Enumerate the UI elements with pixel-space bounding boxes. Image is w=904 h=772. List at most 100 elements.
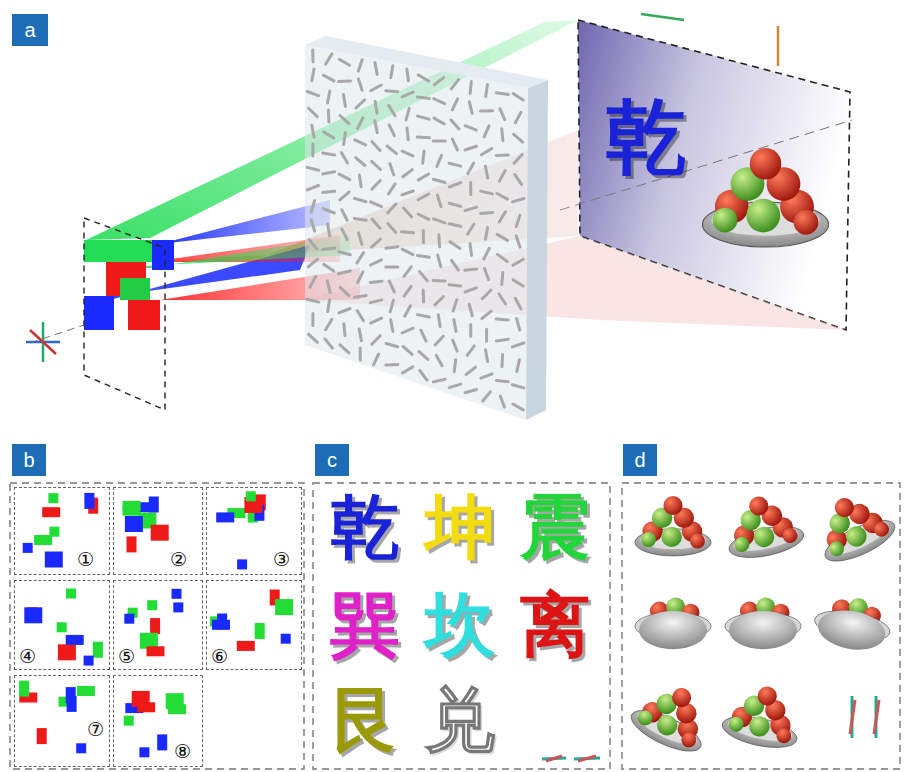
nanopillar <box>390 164 394 175</box>
nanopillar <box>497 234 507 240</box>
nanopillar <box>437 155 442 166</box>
nanopillar <box>418 255 430 257</box>
pixel-square <box>147 600 157 610</box>
nanopillar <box>405 306 411 317</box>
nanopillar <box>341 153 347 163</box>
nanopillar <box>502 129 503 141</box>
nanopillar <box>470 81 471 93</box>
nanopillar <box>496 381 508 382</box>
nanopillar <box>469 324 472 336</box>
panel-letter: c <box>327 449 337 472</box>
nanopillar <box>402 249 413 255</box>
nanopillar <box>481 191 493 194</box>
nanopillar <box>418 214 429 219</box>
nanopillar <box>402 328 413 333</box>
pattern-box: ④ <box>14 580 110 670</box>
nanopillar <box>390 300 393 312</box>
nanopillar <box>449 203 461 206</box>
nanopillar <box>343 95 345 107</box>
nanopillar <box>438 315 440 327</box>
nanopillar <box>469 304 472 316</box>
nanopillar <box>496 154 508 157</box>
pixel-square <box>42 507 60 517</box>
nanopillar <box>308 259 317 267</box>
nanopillar <box>517 319 520 331</box>
nanopillar <box>436 355 442 365</box>
pixel-square <box>123 501 141 511</box>
trigram-character: 坎 <box>425 590 495 660</box>
nanopillar <box>484 126 489 137</box>
nanopillar <box>481 212 493 213</box>
pixel-square <box>58 644 76 660</box>
nanopillar <box>466 367 476 374</box>
trigram-character: 离 <box>520 590 590 660</box>
nanopillar <box>512 199 524 202</box>
nanopillar <box>513 259 523 265</box>
nanopillar <box>404 286 411 296</box>
nanopillar <box>435 297 444 305</box>
nanopillar <box>481 109 493 112</box>
nanopillar <box>339 80 351 84</box>
nanopillar <box>454 360 456 372</box>
nanopillar <box>418 194 429 200</box>
pixel-square <box>275 599 293 615</box>
nanopillar <box>323 248 335 250</box>
nanopillar <box>485 166 487 178</box>
nanopillar <box>356 158 365 166</box>
nanopillar <box>340 345 349 353</box>
nanopillar <box>312 69 314 81</box>
nanopillar <box>328 224 330 236</box>
nanopillar <box>309 240 317 249</box>
nanopillar <box>402 367 412 373</box>
nanopillar <box>311 313 314 325</box>
nanopillar <box>358 60 362 71</box>
callout-number: ① <box>77 550 94 569</box>
pixel-square <box>217 614 227 630</box>
nanopillar <box>389 106 395 116</box>
nanopillar <box>357 253 364 263</box>
nanopillar <box>326 54 332 64</box>
nanopillar <box>514 134 523 142</box>
nanopillar <box>372 239 381 247</box>
nanopillar <box>311 201 314 213</box>
nanopillar <box>453 300 457 311</box>
nanopillar <box>434 219 445 223</box>
nanopillar <box>469 102 472 114</box>
nanopillar <box>451 80 459 89</box>
nanopillar <box>517 360 520 372</box>
nanopillar <box>358 79 362 90</box>
nanopillar <box>468 163 474 174</box>
nanopillar <box>355 198 367 201</box>
nanopillar <box>342 229 348 240</box>
pattern-box: ① <box>14 487 110 575</box>
nanopillar <box>450 242 460 249</box>
nanopillar <box>328 91 330 103</box>
nanopillar <box>359 348 362 360</box>
nanopillar <box>340 192 349 200</box>
nanopillar <box>391 66 393 78</box>
nanopillar <box>433 140 445 143</box>
nanopillar <box>485 268 489 279</box>
pixel-square <box>77 686 95 696</box>
nanopillar <box>449 285 461 286</box>
nanopillar <box>324 132 334 138</box>
callout-number: ⑦ <box>87 720 104 739</box>
nanopillar <box>486 85 488 97</box>
pixel-square <box>157 734 167 750</box>
pixel-square <box>34 535 52 545</box>
pixel-square <box>255 623 265 639</box>
nanopillar <box>375 101 377 113</box>
pixel-square <box>147 646 165 656</box>
nanopillar <box>418 116 430 119</box>
nanopillar <box>358 272 363 283</box>
nanopillar <box>499 294 506 304</box>
nanopillar <box>516 236 520 247</box>
nanopillar <box>417 97 429 98</box>
nanopillar <box>453 340 458 351</box>
nanopillar <box>372 336 380 345</box>
nanopillar <box>407 69 409 81</box>
nanopillar <box>340 287 349 295</box>
pixel-square <box>237 641 255 651</box>
nanopillar <box>513 404 523 410</box>
nanopillar <box>514 155 522 164</box>
